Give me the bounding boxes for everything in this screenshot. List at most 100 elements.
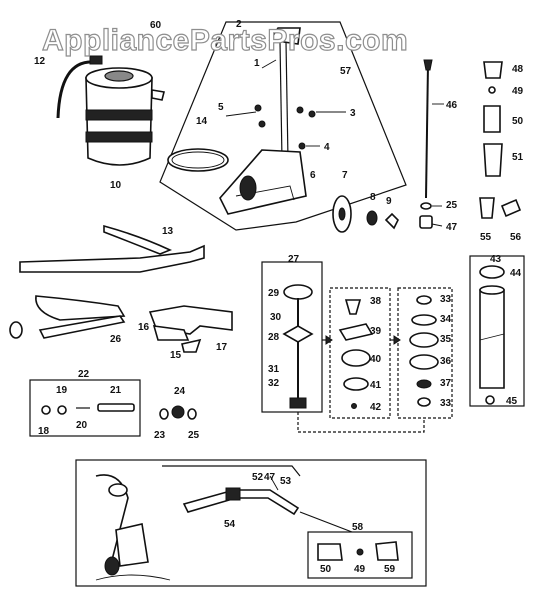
callout-33-bottom: 33 [440,398,452,409]
connector-arrowhead-a [325,335,333,345]
callout-22: 22 [78,369,90,380]
washer-19 [57,405,67,415]
valve-kit-group [29,379,197,437]
cup-41 [343,377,369,391]
callout-32: 32 [268,378,280,389]
bottom-group-box [75,459,427,587]
fitting-48 [483,61,503,79]
bolt-4 [298,142,306,150]
cart-group-outline [159,21,407,231]
tank-strap-inner [171,151,225,169]
callout-12: 12 [34,56,46,67]
callout-37: 37 [440,378,452,389]
operator-wheel [104,556,120,576]
valve-lever-26 [38,315,126,339]
callout-46: 46 [446,100,458,111]
callout-34: 34 [440,314,452,325]
callout-39: 39 [370,326,382,337]
washer-18 [41,405,51,415]
bolt-3a [296,106,304,114]
callout-17: 17 [216,342,228,353]
callout-38: 38 [370,296,382,307]
callout-10: 10 [110,180,122,191]
callout-9: 9 [386,196,392,207]
leader-lines [225,59,444,491]
o-ring-49-bottom [356,548,364,556]
tank-body [85,77,153,166]
callout-21: 21 [110,385,122,396]
seal-44 [479,265,505,279]
callout-13: 13 [162,226,174,237]
cart-handle [268,27,301,45]
wand-46 [425,63,429,199]
callout-59: 59 [384,564,396,575]
connector-arrowhead-b [393,335,401,345]
cup-kit-box [329,287,391,419]
pump-barrel-group [469,255,525,407]
tank-group [56,55,165,166]
wand-tip [423,59,433,71]
callout-56: 56 [510,232,522,243]
callout-6: 6 [310,170,316,181]
extension-wand-54 [182,489,300,516]
callout-26: 26 [110,334,122,345]
cup-40 [341,349,371,367]
callout-4: 4 [324,142,330,153]
stem-21 [97,403,135,412]
tank-band-lower [85,131,153,143]
seal-25 [187,408,197,420]
callout-52: 52 [252,472,264,483]
seal-34 [411,314,437,326]
callout-3: 3 [350,108,356,119]
o-ring-49 [488,86,496,94]
leader-5 [225,111,257,117]
tank-fitting [151,89,165,101]
callout-8: 8 [370,192,376,203]
cart-shaft [279,41,283,161]
wand-coupling-47 [225,487,241,501]
callout-1: 1 [254,58,260,69]
callout-29: 29 [268,288,280,299]
ground-line [95,574,171,581]
callout-47-bottom: 47 [264,472,276,483]
callout-54: 54 [224,519,236,530]
shutoff-valve-group [9,224,233,353]
wand-and-fittings-group [419,59,522,229]
adapter-50-bottom [317,543,343,561]
leader-47 [431,223,443,227]
callout-48: 48 [512,64,524,75]
callout-43: 43 [490,254,502,265]
washer-42 [351,403,357,409]
nozzle-pointer [299,511,353,533]
valve-kit-box [29,379,141,437]
callout-33-top: 33 [440,294,452,305]
plunger-group [261,261,453,433]
plunger-handle-29 [283,284,313,300]
seal-33a [416,295,432,305]
operator-handle [108,483,128,497]
callout-19: 19 [56,385,68,396]
cart-frame [219,149,307,215]
cart-wheel-hub [338,207,346,221]
callout-53: 53 [280,476,292,487]
hose-12 [56,60,95,119]
seal-37 [416,379,432,389]
seal-kit-box [397,287,453,419]
callout-50-bottom: 50 [320,564,332,575]
trigger-16 [152,325,190,341]
callout-25-kit: 25 [188,430,200,441]
cart-wheel-left [239,175,257,201]
pump-barrel-top [479,285,505,295]
seal-36 [409,354,439,370]
bolt-5b [258,120,266,128]
operator-tank [115,523,149,567]
part-8 [366,210,378,226]
seal-33b [417,397,431,407]
callout-57: 57 [340,66,352,77]
callout-15: 15 [170,350,182,361]
bolt-5a [254,104,262,112]
valve-handle-26 [35,295,126,321]
hose-coupling [89,55,103,65]
clip-ring [9,321,23,339]
